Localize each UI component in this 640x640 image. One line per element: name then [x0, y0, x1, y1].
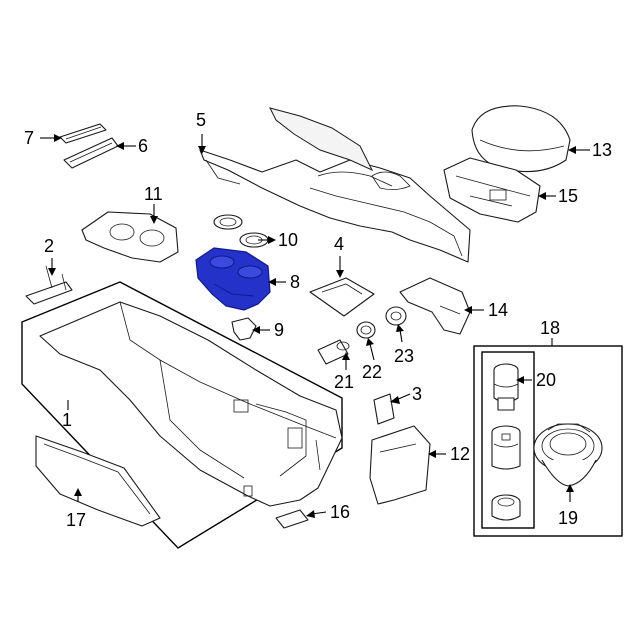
part-9-clip[interactable]	[231, 317, 257, 341]
callout-1: 1	[62, 410, 72, 430]
callout-9: 9	[274, 320, 284, 340]
part-1-console-body[interactable]	[39, 301, 343, 507]
leader-lines	[40, 134, 590, 518]
part-1-group-frame	[21, 281, 343, 549]
part-23-socket[interactable]	[385, 306, 407, 326]
callout-21: 21	[334, 372, 354, 392]
part-16-bracket[interactable]	[275, 509, 309, 529]
callout-19: 19	[558, 508, 578, 528]
part-20-plug[interactable]	[493, 363, 519, 411]
part-4-mat[interactable]	[309, 277, 375, 317]
callout-17: 17	[66, 510, 86, 530]
callout-18: 18	[540, 318, 560, 338]
callout-6: 6	[138, 136, 148, 156]
callout-13: 13	[592, 140, 612, 160]
callout-20: 20	[536, 370, 556, 390]
callout-labels: 7 6 5 13 15 11 10 2 4 8 14 9 18 21 22 23…	[24, 110, 612, 530]
part-18-group-frame	[473, 345, 623, 537]
callout-2: 2	[44, 236, 54, 256]
callout-22: 22	[362, 362, 382, 382]
callout-3: 3	[412, 384, 422, 404]
part-6-trim-strip[interactable]	[63, 137, 119, 169]
callout-14: 14	[488, 300, 508, 320]
part-13-armrest-lid[interactable]	[471, 105, 571, 173]
part-2-bracket[interactable]	[25, 265, 73, 305]
callout-16: 16	[330, 502, 350, 522]
callout-15: 15	[558, 186, 578, 206]
part-3-block[interactable]	[373, 393, 395, 425]
callout-12: 12	[450, 444, 470, 464]
part-12-side-panel[interactable]	[369, 425, 431, 505]
callout-7: 7	[24, 128, 34, 148]
callout-8: 8	[290, 272, 300, 292]
callout-5: 5	[196, 110, 206, 130]
part-10-cup-rings[interactable]	[213, 214, 269, 248]
part-15-armrest-base[interactable]	[443, 157, 541, 223]
part-21-socket-sleeve[interactable]	[317, 339, 350, 365]
callout-23: 23	[394, 346, 414, 366]
part-11-bezel[interactable]	[81, 211, 179, 263]
part-18-power-socket[interactable]	[491, 425, 521, 470]
callout-10: 10	[278, 230, 298, 250]
part-5-console-upper-panel[interactable]	[199, 107, 471, 263]
part-17-panel[interactable]	[35, 435, 161, 527]
part-8-cup-holder-highlighted[interactable]	[195, 247, 271, 311]
part-14-side-bracket[interactable]	[399, 277, 471, 335]
part-7-trim-strip[interactable]	[59, 123, 107, 144]
callout-4: 4	[334, 234, 344, 254]
callout-11: 11	[144, 184, 163, 204]
part-18-inner-frame	[481, 351, 535, 529]
part-22-ring[interactable]	[356, 321, 376, 339]
part-19-socket-cup[interactable]	[533, 423, 603, 487]
part-18-socket-ring[interactable]	[491, 494, 521, 521]
